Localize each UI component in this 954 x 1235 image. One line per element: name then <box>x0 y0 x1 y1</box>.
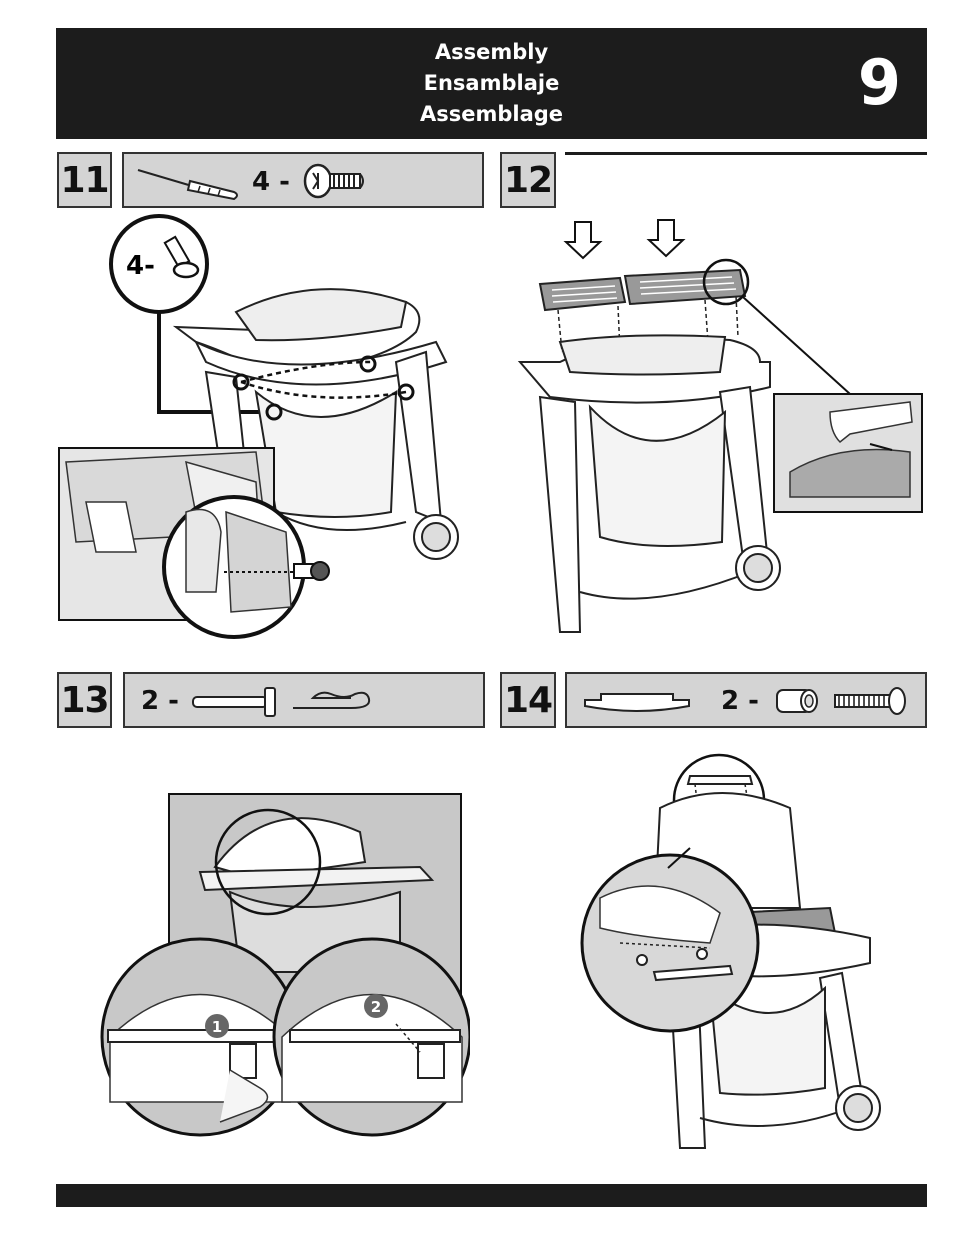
step-12-divider <box>565 152 927 155</box>
page-number: 9 <box>857 46 901 119</box>
step-14-illustration <box>580 753 881 1149</box>
step-13-quantity: 2 - <box>141 686 179 716</box>
page-footer-bar <box>56 1184 927 1207</box>
screw-icon <box>303 163 364 199</box>
step-12-illustration <box>517 219 923 633</box>
step-14-parts-bar: 2 - <box>565 672 927 728</box>
title-english: Assembly <box>434 40 549 64</box>
hairpin-clip-icon <box>293 691 371 709</box>
substep-1-label: 1 <box>212 1018 222 1036</box>
step-11-quantity: 4 - <box>252 167 290 197</box>
step-13-illustration: 1 2 <box>100 793 470 1137</box>
callout-quantity: 4- <box>126 251 155 281</box>
title-french: Assemblage <box>419 102 564 126</box>
callout-screw-icon <box>163 235 200 279</box>
grill-body-drawing <box>517 334 781 633</box>
page-header: Assembly Ensamblaje Assemblage 9 <box>56 28 927 139</box>
bolt-icon <box>834 687 906 715</box>
screwdriver-icon <box>137 169 238 200</box>
handle-icon <box>584 693 690 712</box>
step-11-number: 11 <box>57 152 112 208</box>
substep-2-badge <box>364 994 388 1018</box>
step-14-quantity: 2 - <box>721 686 759 716</box>
step-11-parts-bar: 4 - <box>122 152 484 208</box>
cooking-grates-drawing <box>538 268 747 312</box>
down-arrow-icons <box>563 219 686 260</box>
substep-2-label: 2 <box>371 998 381 1016</box>
handle-zoom-circle <box>580 853 760 1033</box>
substep-1-badge <box>205 1014 229 1038</box>
step-12-number: 12 <box>500 152 556 208</box>
step-13-parts-bar: 2 - <box>123 672 485 728</box>
spacer-icon <box>776 689 818 713</box>
title-spanish: Ensamblaje <box>423 71 560 95</box>
pin-icon <box>192 687 276 717</box>
header-titles: Assembly Ensamblaje Assemblage <box>56 37 927 130</box>
detail-screw-icon <box>293 561 330 581</box>
step-11-illustration: 4- <box>58 214 459 639</box>
step-14-number: 14 <box>500 672 556 728</box>
step-13-number: 13 <box>57 672 112 728</box>
